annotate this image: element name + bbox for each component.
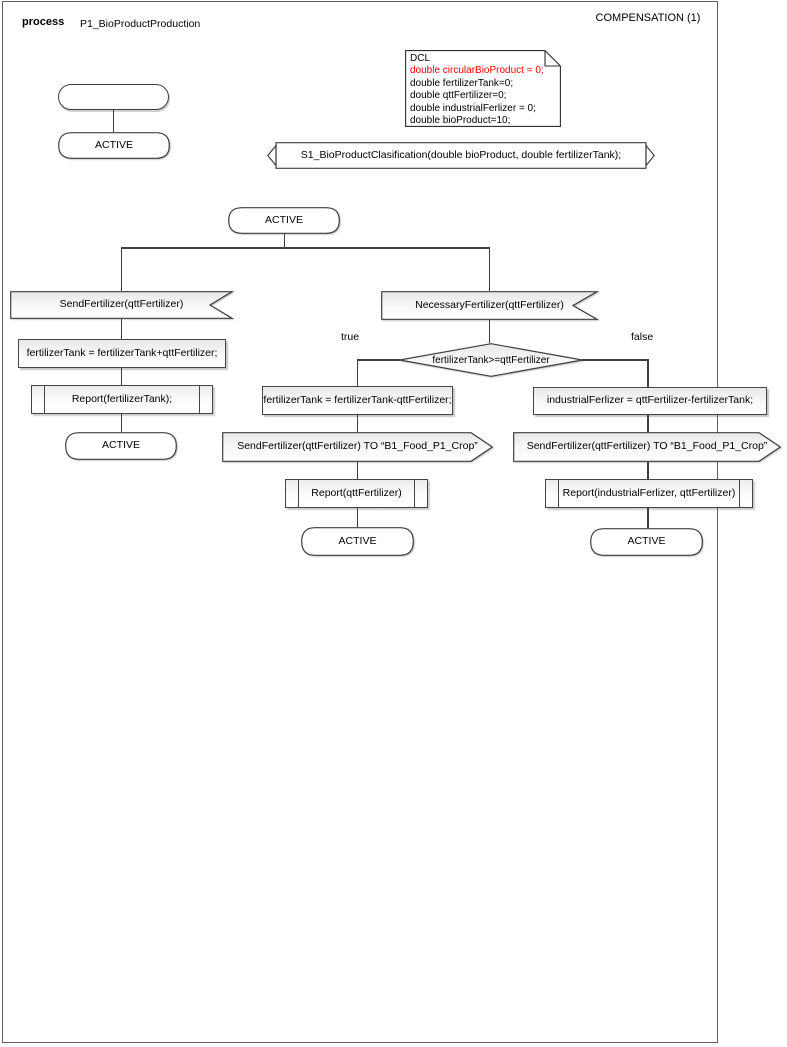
- connector: [283, 234, 285, 248]
- procedure-bar: [558, 480, 560, 507]
- input-shape: [10, 291, 235, 319]
- connector: [121, 247, 123, 292]
- input-label: SendFertilizer(qttFertilizer): [59, 298, 184, 311]
- state-shape: [301, 527, 414, 556]
- output-sendfertilizer-false[interactable]: SendFertilizer(qttFertilizer) TO “B1_Foo…: [513, 432, 782, 462]
- connector: [121, 368, 123, 385]
- task-false[interactable]: industrialFerlizer = qttFertilizer-ferti…: [533, 387, 767, 415]
- connector: [356, 462, 358, 479]
- output-shape: [513, 432, 782, 462]
- state-shape: [58, 132, 170, 159]
- output-label: SendFertilizer(qttFertilizer) TO “B1_Foo…: [526, 440, 768, 453]
- procedure-bar: [198, 386, 200, 413]
- process-name[interactable]: P1_BioProductProduction: [80, 18, 201, 30]
- connector: [356, 415, 358, 432]
- dcl-line: double fertilizerTank=0;: [410, 77, 514, 89]
- task-label: industrialFerlizer = qttFertilizer-ferti…: [546, 394, 754, 407]
- procedure-bar: [44, 386, 46, 413]
- page-title: COMPENSATION (1): [595, 12, 701, 24]
- connector: [356, 508, 358, 527]
- dcl-line: double qttFertilizer=0;: [410, 90, 507, 102]
- procedure-bar: [413, 480, 415, 507]
- dcl-note[interactable]: DCL double circularBioProduct = 0; doubl…: [405, 50, 561, 127]
- false-label: false: [631, 331, 654, 343]
- note-shape: [405, 50, 561, 127]
- state-shape: [228, 207, 340, 234]
- task-true[interactable]: fertilizerTank = fertilizerTank-qttFerti…: [262, 386, 453, 415]
- diamond-shape: [399, 343, 583, 377]
- input-sendfertilizer[interactable]: SendFertilizer(qttFertilizer): [10, 291, 235, 319]
- state-initial[interactable]: ACTIVE: [58, 132, 170, 159]
- connector: [647, 415, 649, 432]
- state-label: ACTIVE: [265, 213, 303, 226]
- dcl-line-highlight: double circularBioProduct = 0;: [410, 65, 544, 77]
- connector: [113, 110, 115, 132]
- signal-shape: [267, 142, 655, 169]
- output-shape: [222, 432, 494, 462]
- state-label: ACTIVE: [102, 439, 140, 452]
- procedure-bar: [298, 480, 300, 507]
- state-false[interactable]: ACTIVE: [590, 528, 703, 556]
- state-left[interactable]: ACTIVE: [65, 432, 177, 460]
- state-label: ACTIVE: [95, 138, 133, 151]
- output-label: SendFertilizer(qttFertilizer) TO “B1_Foo…: [237, 440, 478, 453]
- connector: [647, 508, 649, 528]
- connector: [488, 247, 490, 292]
- connector: [121, 247, 489, 249]
- connector: [647, 462, 649, 479]
- input-shape: [381, 291, 600, 320]
- connector: [121, 319, 123, 339]
- state-shape: [590, 528, 703, 556]
- connector: [488, 320, 490, 343]
- dcl-line: double industrialFerlizer = 0;: [410, 102, 536, 114]
- procedure-label: Report(qttFertilizer): [311, 486, 402, 499]
- state-shape: [65, 432, 177, 460]
- connector: [582, 359, 649, 361]
- procedure-label: Report(industrialFerlizer, qttFertilizer…: [562, 486, 736, 499]
- state-main[interactable]: ACTIVE: [228, 207, 340, 234]
- process-kind-label: process: [22, 16, 65, 28]
- task-label: fertilizerTank = fertilizerTank+qttFerti…: [26, 346, 218, 359]
- dcl-text: DCL double circularBioProduct = 0; doubl…: [410, 53, 544, 127]
- decision-condition: fertilizerTank>=qttFertilizer: [432, 354, 550, 366]
- output-sendfertilizer-true[interactable]: SendFertilizer(qttFertilizer) TO “B1_Foo…: [222, 432, 494, 462]
- true-label: true: [341, 331, 360, 343]
- connector: [357, 359, 400, 361]
- connector: [647, 359, 649, 388]
- signal-label: S1_BioProductClasification(double bioPro…: [300, 148, 622, 161]
- procedure-label: Report(fertilizerTank);: [71, 392, 173, 405]
- state-label: ACTIVE: [627, 535, 666, 548]
- connector: [357, 359, 359, 387]
- start-symbol[interactable]: [58, 84, 169, 110]
- connector: [121, 414, 123, 432]
- process-frame: [2, 1, 718, 1043]
- input-label: NecessaryFertilizer(qttFertilizer): [415, 298, 564, 311]
- input-necessaryfertilizer[interactable]: NecessaryFertilizer(qttFertilizer): [381, 291, 600, 320]
- dcl-line: double bioProduct=10;: [410, 115, 511, 127]
- dcl-title: DCL: [410, 53, 431, 64]
- task-label: fertilizerTank = fertilizerTank-qttFerti…: [263, 393, 452, 406]
- procedure-report-left[interactable]: Report(fertilizerTank);: [31, 385, 213, 414]
- task-left[interactable]: fertilizerTank = fertilizerTank+qttFerti…: [18, 339, 226, 368]
- decision-diamond[interactable]: fertilizerTank>=qttFertilizer: [399, 343, 583, 377]
- signal-declaration[interactable]: S1_BioProductClasification(double bioPro…: [267, 142, 655, 169]
- procedure-report-false[interactable]: Report(industrialFerlizer, qttFertilizer…: [545, 479, 753, 508]
- state-true[interactable]: ACTIVE: [301, 527, 414, 556]
- procedure-bar: [738, 480, 740, 507]
- procedure-report-true[interactable]: Report(qttFertilizer): [285, 479, 428, 508]
- state-label: ACTIVE: [338, 534, 377, 547]
